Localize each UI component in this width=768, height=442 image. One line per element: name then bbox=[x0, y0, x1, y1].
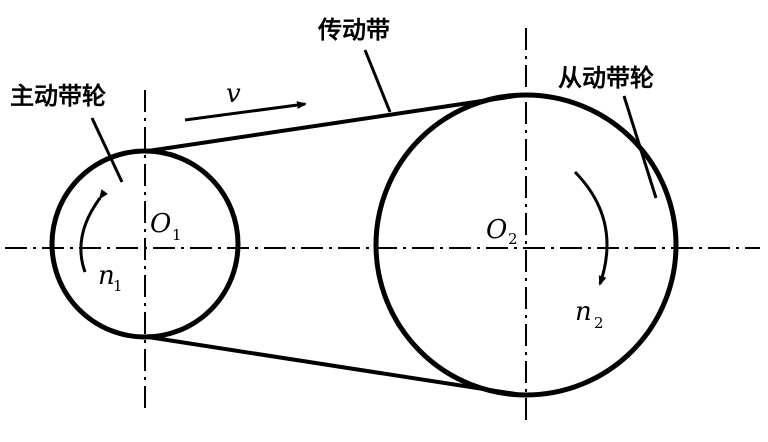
driven-pulley-circle bbox=[373, 92, 679, 398]
speed-n2-label: n bbox=[575, 297, 592, 327]
driven-pulley-label: 从动带轮 bbox=[558, 64, 654, 92]
speed-n1-subscript: 1 bbox=[113, 277, 123, 295]
driven-rotation-arrow bbox=[573, 170, 609, 286]
speed-n2-subscript: 2 bbox=[594, 314, 604, 332]
belt-lower-span bbox=[147, 335, 523, 397]
center-o2-label: O bbox=[486, 215, 507, 245]
driven-pulley-leader bbox=[622, 95, 658, 199]
belt-leader bbox=[363, 49, 392, 113]
drive-rotation-arrow bbox=[79, 189, 108, 273]
belt-upper-span bbox=[147, 93, 523, 153]
drive-pulley-leader bbox=[90, 117, 124, 183]
center-o2-subscript: 2 bbox=[508, 230, 518, 248]
drive-pulley-circle bbox=[49, 148, 241, 340]
center-o1-subscript: 1 bbox=[172, 226, 182, 244]
center-o1-label: O bbox=[150, 209, 171, 239]
velocity-arrow bbox=[184, 101, 307, 122]
speed-n1-label: n bbox=[98, 261, 115, 291]
velocity-label: v bbox=[226, 79, 241, 109]
belt-label: 传动带 bbox=[317, 16, 390, 44]
drive-pulley-label: 主动带轮 bbox=[10, 82, 106, 110]
